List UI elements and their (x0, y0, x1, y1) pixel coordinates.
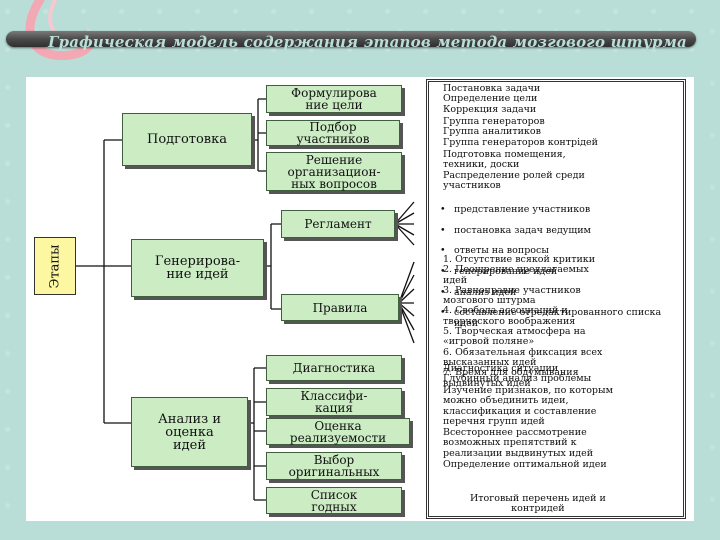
slide-title: Графическая модель содержания этапов мет… (48, 33, 687, 51)
node-original-selection: Выбор оригинальных (266, 452, 402, 480)
description-panel (426, 79, 686, 519)
desc-classification: Изучение признаков, по которым можно объ… (443, 385, 613, 427)
desc-rules-list: 1. Отсутствие всякой критики 2. Поощрени… (443, 254, 603, 389)
node-goal-setting: Формулирова ние цели (266, 85, 402, 113)
desc-organizational: Подготовка помещения, техники, доски Рас… (443, 149, 585, 191)
desc-participant-groups: Группа генераторов Группа аналитиков Гру… (443, 116, 598, 148)
node-rules: Правила (281, 294, 399, 321)
node-participant-selection: Подбор участников (266, 120, 400, 146)
stage-analysis: Анализ и оценка идей (131, 397, 248, 467)
desc-goal-setting: Постановка задачи Определение цели Корре… (443, 83, 541, 115)
desc-diagnostics: Диагностика ситуации Глубинный анализ пр… (443, 363, 592, 385)
reglament-item: представление участников (438, 204, 682, 215)
reglament-item: генерирование идей (438, 266, 682, 277)
reglament-item: составление отредактированного списка ид… (438, 308, 682, 329)
desc-optimal-idea: Определение оптимальной идеи (443, 459, 607, 470)
root-node-stages: Этапы (34, 237, 76, 295)
node-classification: Классифи- кация (266, 388, 402, 416)
node-feasibility-assessment: Оценка реализуемости (266, 418, 410, 445)
reglament-item: анализ идей (438, 287, 682, 298)
title-bar (6, 31, 696, 47)
desc-regulations-list: представление участников постановка зада… (438, 195, 682, 339)
desc-final-list: Итоговый перечень идей и контридей (470, 493, 606, 515)
node-diagnostics: Диагностика (266, 355, 402, 381)
stage-preparation: Подготовка (122, 113, 252, 166)
desc-feasibility: Всестороннее рассмотрение возможных преп… (443, 427, 594, 459)
node-regulations: Регламент (281, 210, 395, 238)
reglament-item: ответы на вопросы (438, 246, 682, 257)
root-label: Этапы (47, 244, 63, 288)
stage-idea-generation: Генерирова- ние идей (131, 239, 264, 297)
node-organizational-issues: Решение организацион- ных вопросов (266, 152, 402, 191)
node-suitable-list: Список годных (266, 487, 402, 514)
reglament-item: постановка задач ведущим (438, 225, 682, 236)
